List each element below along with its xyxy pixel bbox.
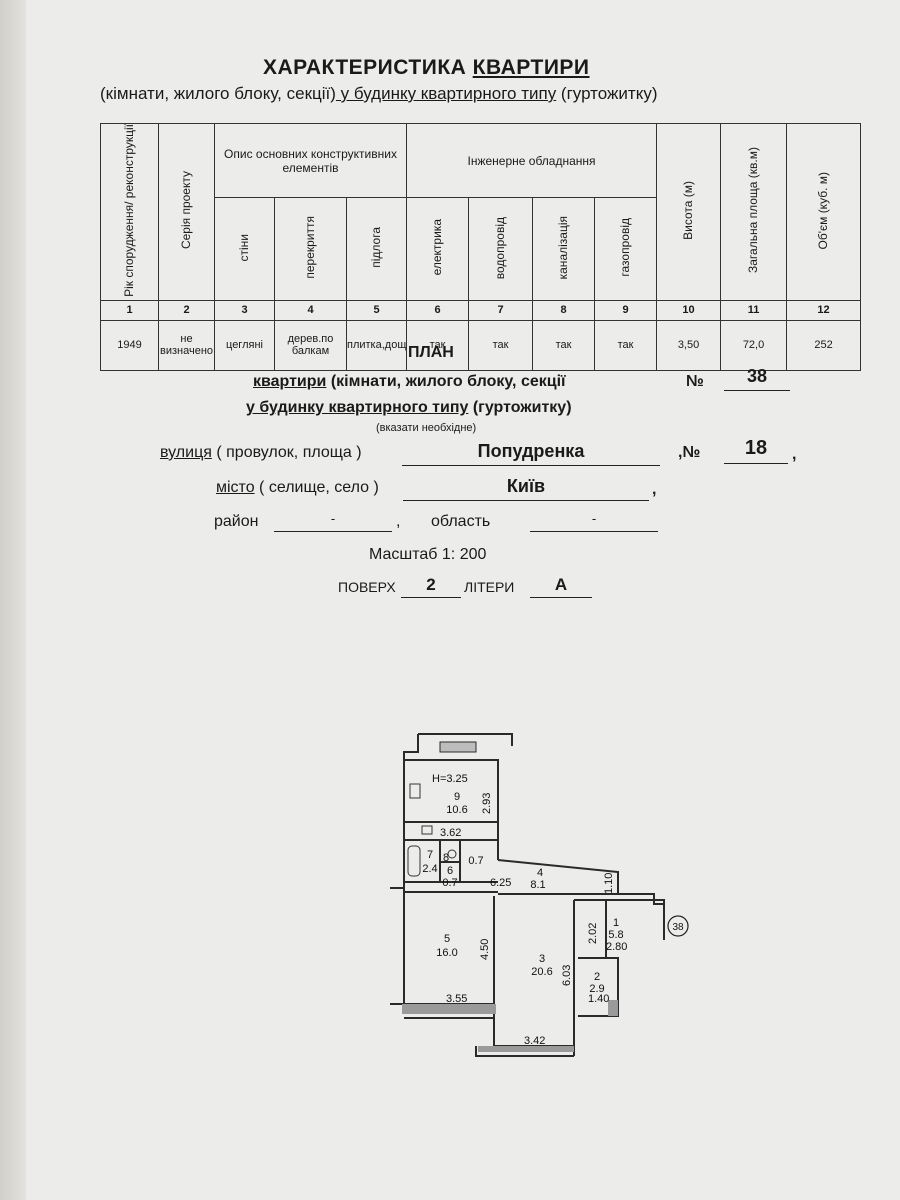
title-apartment: КВАРТИРИ (472, 56, 590, 79)
district-comma: , (396, 513, 401, 530)
header-height: Висота (м) (656, 123, 722, 301)
header-total-area: Загальна площа (кв.м) (720, 123, 788, 301)
room-9-no: 9 (454, 791, 460, 803)
region-label: область (431, 513, 491, 530)
street-label-line: вулиця ( провулок, площа ) (160, 444, 362, 462)
plan-line-2: у будинку квартирного типу (гуртожитку) (246, 399, 572, 417)
header-engineering: Інженерне обладнання (406, 122, 658, 199)
value-floors-over: дерев.по балкам (274, 319, 347, 371)
letter-label: ЛІТЕРИ (464, 579, 515, 595)
dim-1-10: 1.10 (603, 873, 615, 894)
room-1-area: 5.8 (608, 929, 623, 941)
house-no-label: ,№ (678, 444, 701, 461)
plan-apartment: квартири (253, 373, 327, 390)
plan-line-1-rest: (кімнати, жилого блоку, секції (326, 373, 566, 390)
values-row: 1949 не визначено цегляні дерев.по балка… (100, 319, 862, 371)
apartment-marker-label: 38 (672, 922, 684, 933)
dim-6-03: 6.03 (561, 965, 573, 986)
value-electric: так (406, 319, 470, 371)
height-label: H=3.25 (432, 773, 468, 785)
subtitle-text-3: (гуртожитку) (556, 84, 658, 103)
city-comma: , (652, 481, 657, 498)
district-label: район (214, 513, 259, 530)
plan-note: (вказати необхідне) (376, 422, 477, 434)
dim-3-55: 3.55 (446, 993, 467, 1005)
room-2-no: 2 (594, 971, 600, 983)
value-gas: так (594, 319, 658, 371)
room-5-no: 5 (444, 933, 450, 945)
header-water: водопровід (468, 197, 534, 301)
header-gas: газопровід (594, 197, 658, 301)
plan-line-1: квартири (кімнати, жилого блоку, секції (253, 373, 566, 391)
dim-2-02: 2.02 (587, 923, 599, 944)
street-label-rest: ( провулок, площа ) (211, 444, 362, 461)
dim-6-25: 6.25 (490, 877, 511, 889)
plan-no-label: № (686, 373, 704, 390)
apartment-marker (667, 915, 689, 937)
room-1-no: 1 (613, 917, 619, 929)
room-9-area: 10.6 (446, 804, 467, 816)
region-value: - (530, 511, 658, 532)
room-2-area: 2.9 (589, 983, 604, 995)
room-5-area: 16.0 (436, 947, 457, 959)
house-number: 18 (724, 437, 788, 464)
room-6-area: 0.7 (442, 877, 457, 889)
value-walls: цегляні (214, 319, 275, 371)
room-8-no: 8 (443, 852, 449, 864)
column-numbers-row: 1 2 3 4 5 6 7 8 9 10 11 12 (100, 299, 862, 321)
dim-1-40: 1.40 (588, 993, 609, 1005)
subtitle-text-1: (кімнати, жилого блоку, секції) (100, 84, 336, 103)
room-7-area: 2.4 (422, 863, 437, 875)
room-4-area: 8.1 (530, 879, 545, 891)
title-text: ХАРАКТЕРИСТИКА (263, 56, 473, 79)
dim-4-50: 4.50 (479, 939, 491, 960)
characteristics-table: Рік спорудження/ реконструкції Серія про… (100, 122, 862, 371)
background-wall (0, 0, 28, 1200)
subtitle-text-2: у будинку квартирного типу (335, 84, 557, 103)
room-6-no: 6 (447, 865, 453, 877)
value-water: так (468, 319, 534, 371)
header-floor: підлога (345, 197, 408, 301)
room-3-no: 3 (539, 953, 545, 965)
plan-title: ПЛАН (408, 344, 454, 361)
city-value: Київ (403, 476, 649, 501)
city-label-rest: ( селище, село ) (254, 479, 379, 496)
city-label-line: місто ( селище, село ) (216, 479, 379, 497)
room-8-area: 0.7 (468, 855, 483, 867)
scale-text: Масштаб 1: 200 (369, 546, 487, 563)
house-comma: , (792, 446, 797, 463)
floor-value: 2 (401, 575, 461, 598)
apartment-number: 38 (724, 366, 790, 391)
dim-3-42: 3.42 (524, 1035, 545, 1047)
room-3-area: 20.6 (531, 966, 552, 978)
dim-3-62: 3.62 (440, 827, 461, 839)
dim-2-93: 2.93 (481, 793, 493, 814)
plan-building-type: у будинку квартирного типу (246, 399, 469, 416)
value-height: 3,50 (656, 319, 722, 371)
header-structural: Опис основних конструктивних елементів (213, 122, 408, 199)
district-value: - (274, 511, 392, 532)
value-volume: 252 (786, 319, 862, 371)
plan-line-2-rest: (гуртожитку) (468, 399, 572, 416)
dim-2-80: 2.80 (606, 941, 627, 953)
street-label: вулиця (160, 444, 212, 461)
floor-label: ПОВЕРХ (338, 579, 396, 595)
doc-title: ХАРАКТЕРИСТИКА КВАРТИРИ (263, 56, 590, 80)
header-floors-over: перекриття (274, 197, 347, 301)
header-series: Серія проекту (158, 123, 215, 301)
header-volume: Об'єм (куб. м) (786, 123, 862, 301)
doc-subtitle: (кімнати, жилого блоку, секції) у будинк… (100, 84, 657, 104)
room-7-no: 7 (427, 849, 433, 861)
letter-value: А (530, 575, 592, 598)
header-sewer: каналізація (532, 197, 596, 301)
street-value: Попудренка (402, 441, 660, 466)
value-floor: плитка,дощата (345, 319, 408, 371)
city-label: місто (216, 479, 255, 496)
room-4-no: 4 (537, 867, 543, 879)
